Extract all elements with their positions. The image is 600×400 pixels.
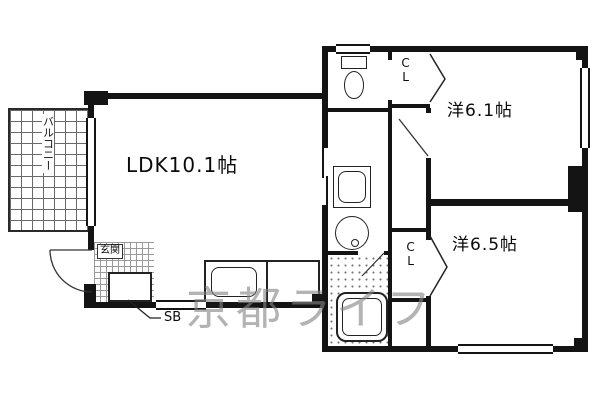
window	[336, 44, 370, 54]
closet-bottom-label: CL	[403, 240, 418, 268]
toilet-bowl-icon	[344, 71, 364, 99]
bathtub-inner-icon	[342, 298, 382, 336]
folding-door-icon	[429, 53, 446, 103]
shoe-box	[108, 272, 152, 302]
balcony-label: バルコニー	[41, 114, 55, 173]
kitchen-sink-icon	[211, 267, 257, 297]
window	[458, 344, 553, 354]
entrance-label: 玄関	[97, 244, 123, 259]
watermark: 京都ライフ	[186, 282, 437, 335]
toilet-icon	[341, 56, 367, 69]
door-leaf-icon	[398, 118, 429, 157]
shoe-box-label: SB	[164, 310, 182, 325]
window	[156, 300, 206, 310]
window	[580, 68, 590, 148]
washbasin-drain-icon	[351, 239, 359, 247]
window	[86, 118, 96, 226]
bedroom1-label: 洋6.1帖	[447, 101, 514, 121]
washing-machine-tub-icon	[338, 171, 366, 203]
bedroom2-label: 洋6.5帖	[452, 235, 519, 255]
ldk-label: LDK10.1帖	[126, 153, 239, 177]
closet-top-label: CL	[398, 56, 413, 84]
kitchen-counter-divider	[266, 261, 268, 303]
